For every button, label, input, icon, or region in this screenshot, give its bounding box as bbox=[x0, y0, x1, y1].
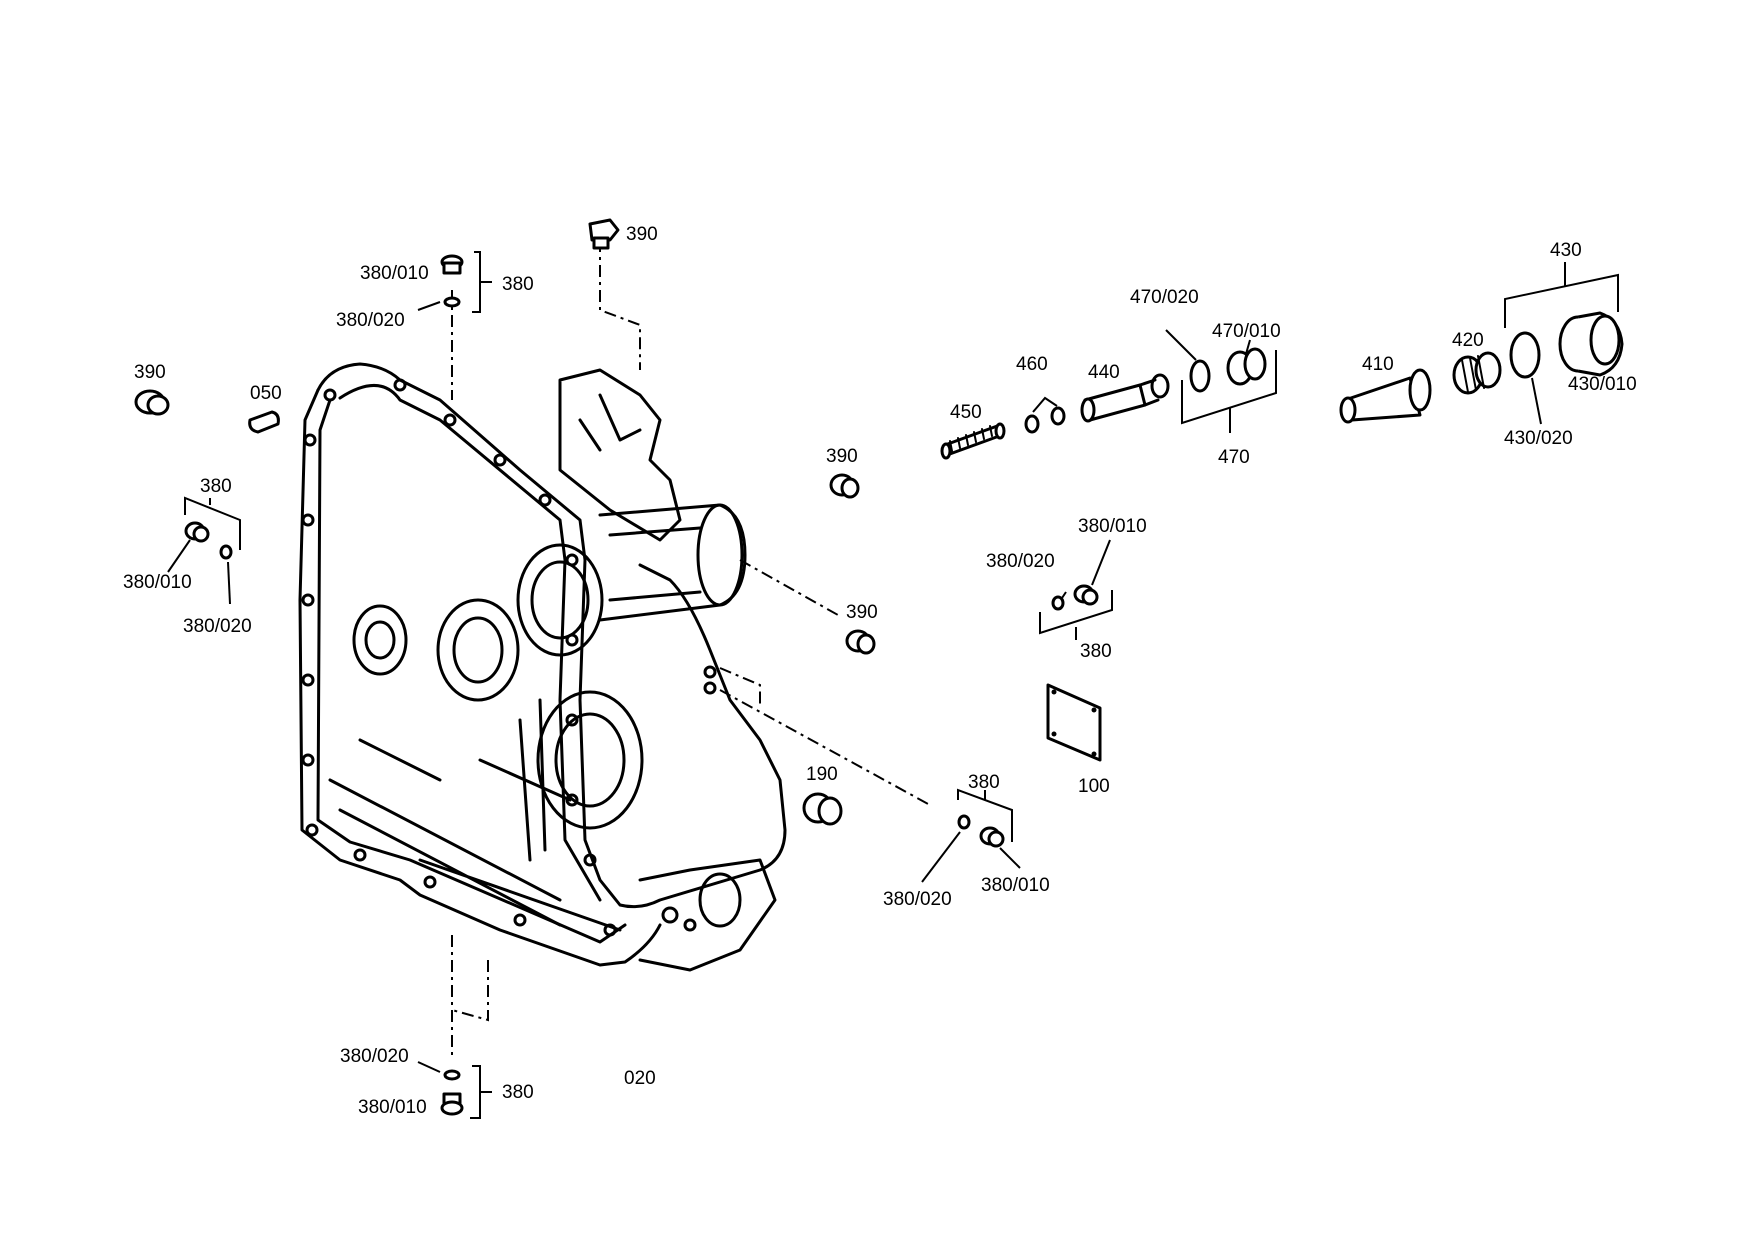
part-labels: 390 380/010 380 380/020 390 050 380 380/… bbox=[123, 224, 1637, 1118]
plug-190[interactable] bbox=[802, 792, 843, 826]
label-050: 050 bbox=[250, 383, 282, 404]
label-430-020: 430/020 bbox=[1504, 428, 1573, 449]
label-460: 460 bbox=[1016, 354, 1048, 375]
plug-390-mid2[interactable] bbox=[845, 629, 876, 655]
label-380-020-right: 380/020 bbox=[986, 551, 1055, 572]
spring-450[interactable] bbox=[940, 422, 1006, 460]
plug-380-010-left[interactable] bbox=[184, 521, 210, 543]
plug-380-010-lowmid[interactable] bbox=[979, 826, 1005, 848]
plug-390-left[interactable] bbox=[134, 389, 170, 416]
label-380-010-top: 380/010 bbox=[360, 263, 429, 284]
label-390-top: 390 bbox=[626, 224, 658, 245]
valve-410[interactable] bbox=[1339, 368, 1432, 424]
label-380-020-bottom: 380/020 bbox=[340, 1046, 409, 1067]
label-380-right: 380 bbox=[1080, 641, 1112, 662]
ring-380-020-left[interactable] bbox=[219, 544, 233, 560]
label-380-020-lowmid: 380/020 bbox=[883, 889, 952, 910]
label-390-left: 390 bbox=[134, 362, 166, 383]
ring-470-020[interactable] bbox=[1189, 359, 1211, 393]
plug-380-010-top[interactable] bbox=[440, 254, 464, 275]
plug-390-top[interactable] bbox=[588, 218, 620, 250]
label-380-010-bottom: 380/010 bbox=[358, 1097, 427, 1118]
spring-420[interactable] bbox=[1452, 351, 1502, 395]
pin-050[interactable] bbox=[248, 410, 280, 434]
label-020: 020 bbox=[624, 1068, 656, 1089]
label-410: 410 bbox=[1362, 354, 1394, 375]
label-380-top: 380 bbox=[502, 274, 534, 295]
label-100: 100 bbox=[1078, 776, 1110, 797]
ring-460-a[interactable] bbox=[1024, 414, 1040, 434]
label-380-lowmid: 380 bbox=[968, 772, 1000, 793]
ring-380-020-bottom[interactable] bbox=[443, 1069, 461, 1081]
label-380-010-right: 380/010 bbox=[1078, 516, 1147, 537]
label-380-bottom: 380 bbox=[502, 1082, 534, 1103]
ring-430-020[interactable] bbox=[1509, 331, 1541, 379]
label-470-010: 470/010 bbox=[1212, 321, 1281, 342]
ring-460-b[interactable] bbox=[1050, 406, 1066, 426]
plug-380-010-right[interactable] bbox=[1073, 584, 1099, 606]
leader-lines bbox=[167, 251, 1619, 1119]
label-430: 430 bbox=[1550, 240, 1582, 261]
label-440: 440 bbox=[1088, 362, 1120, 383]
label-380-010-lowmid: 380/010 bbox=[981, 875, 1050, 896]
ring-380-020-right[interactable] bbox=[1051, 595, 1065, 611]
transmission-housing[interactable] bbox=[298, 362, 787, 972]
label-470-020: 470/020 bbox=[1130, 287, 1199, 308]
plug-390-mid1[interactable] bbox=[829, 473, 860, 499]
label-430-010: 430/010 bbox=[1568, 374, 1637, 395]
ring-380-020-top[interactable] bbox=[443, 296, 461, 308]
label-190: 190 bbox=[806, 764, 838, 785]
label-420: 420 bbox=[1452, 330, 1484, 351]
label-380-010-left: 380/010 bbox=[123, 572, 192, 593]
cover-430-010[interactable] bbox=[1558, 311, 1624, 377]
label-380-left: 380 bbox=[200, 476, 232, 497]
label-450: 450 bbox=[950, 402, 982, 423]
label-380-020-top: 380/020 bbox=[336, 310, 405, 331]
label-390-mid2: 390 bbox=[846, 602, 878, 623]
label-470: 470 bbox=[1218, 447, 1250, 468]
cover-plate-100[interactable] bbox=[1046, 683, 1102, 762]
plug-380-010-bottom[interactable] bbox=[440, 1092, 464, 1116]
piston-440[interactable] bbox=[1080, 373, 1170, 423]
assembly-axis-lines bbox=[451, 240, 931, 1060]
label-380-020-left: 380/020 bbox=[183, 616, 252, 637]
plug-470-010[interactable] bbox=[1226, 347, 1267, 386]
ring-380-020-lowmid[interactable] bbox=[957, 814, 971, 830]
label-390-mid1: 390 bbox=[826, 446, 858, 467]
